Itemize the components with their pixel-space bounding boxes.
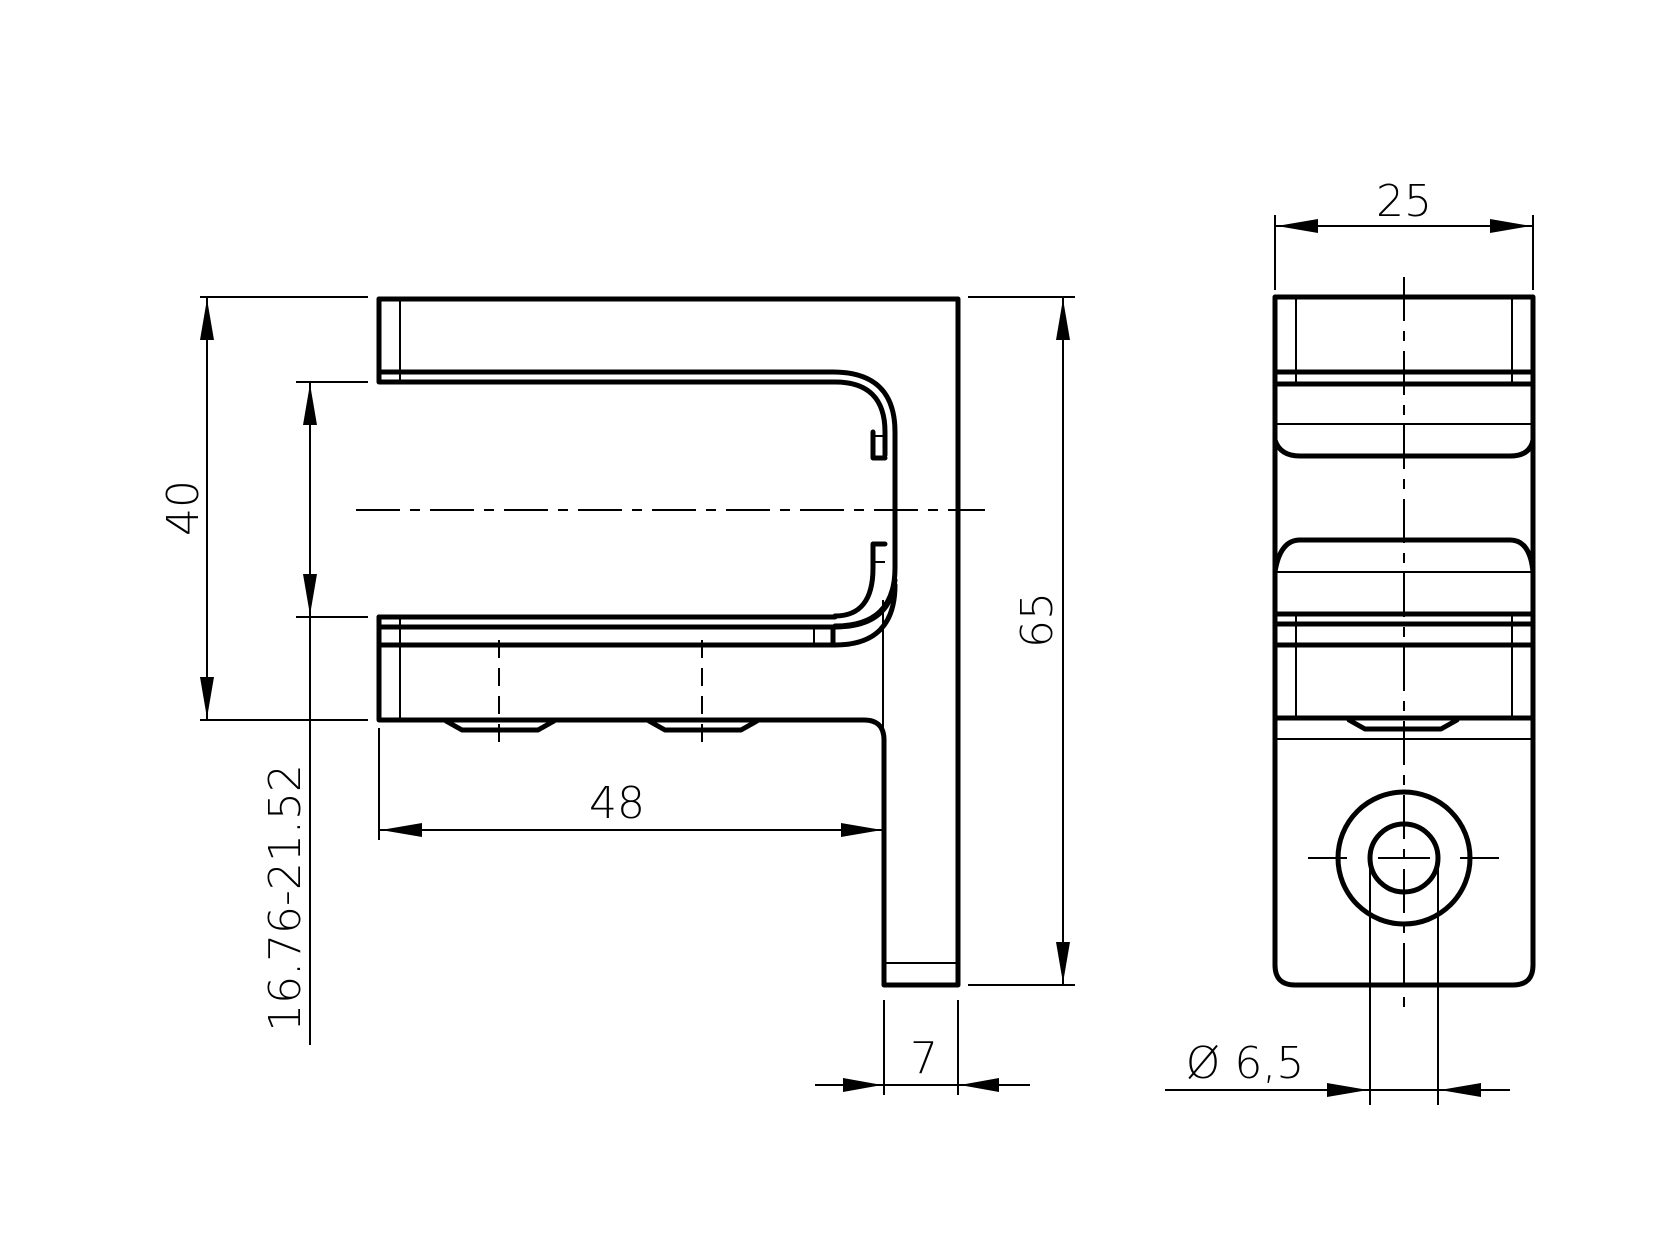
side-dimensions: 25 Ø 6,5 [1165, 176, 1534, 1097]
u-channel-notch-bottom [832, 541, 888, 619]
top-flange-edge [376, 296, 888, 458]
side-upper-rounded-edge [1272, 421, 1536, 459]
dim-40-label: 40 [158, 480, 209, 536]
lower-flange-second [376, 577, 898, 630]
dim-7-label: 7 [910, 1033, 938, 1084]
lower-flange-third [376, 582, 898, 648]
dim-48-label: 48 [589, 778, 645, 829]
u-channel-inner [830, 369, 898, 629]
dim-25-label: 25 [1376, 176, 1432, 227]
front-dimensions: 40 16.76-21.52 65 48 7 [158, 296, 1075, 1095]
u-channel-notch-top [870, 429, 888, 461]
dim-clamp-range-label: 16.76-21.52 [260, 764, 311, 1032]
front-view [356, 296, 985, 988]
dim-hole-diameter-label: Ø 6,5 [1186, 1038, 1305, 1089]
side-view [1272, 277, 1536, 1105]
side-view-outline [1272, 294, 1536, 988]
dim-65-label: 65 [1012, 592, 1063, 648]
front-view-outline [376, 296, 961, 988]
